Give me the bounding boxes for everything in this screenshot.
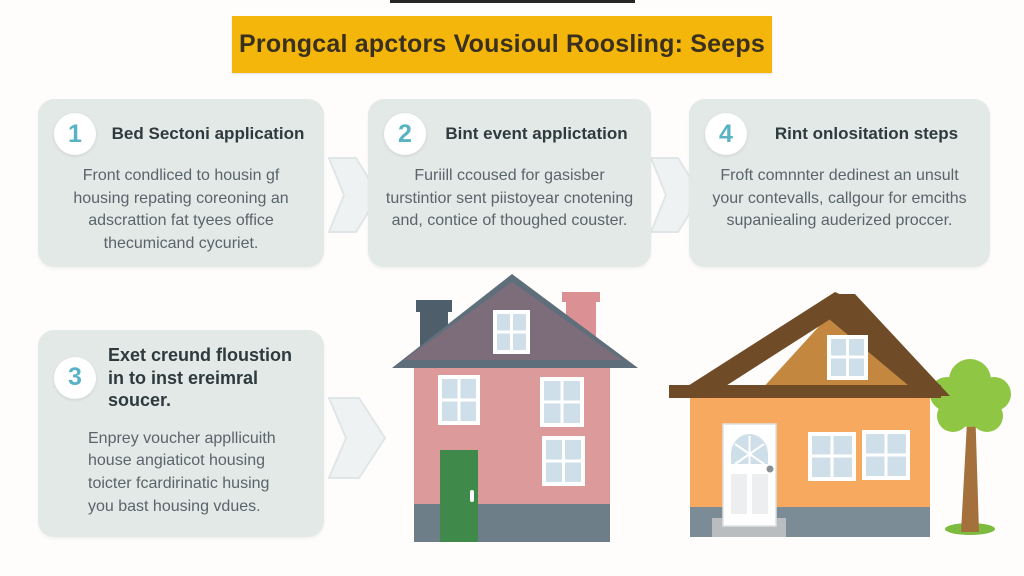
step-number-badge: 2 <box>384 113 426 155</box>
window-icon <box>542 436 585 486</box>
page-title: Prongcal apctors Vousioul Roosling: Seep… <box>239 30 765 58</box>
top-edge-line <box>390 0 635 3</box>
step-card-header: 2 Bint event applictation <box>368 99 651 157</box>
step-card-header: 1 Bed Sectoni application <box>38 99 324 157</box>
step-card-header: 4 Rint onlositation steps <box>689 99 990 157</box>
step-title: Bint event applictation <box>445 124 628 144</box>
step-card-header: 3 Exet creund floustion in to inst ereim… <box>38 330 324 414</box>
flow-arrow-icon <box>649 157 703 233</box>
window-icon <box>438 375 480 425</box>
step-description: Enprey voucher appllicuith house angiati… <box>88 429 276 515</box>
step-description: Front condliced to housin gf housing rep… <box>73 167 289 253</box>
step-title: Rint onlositation steps <box>774 124 959 144</box>
window-icon <box>862 430 910 480</box>
step-number-badge: 1 <box>54 113 96 155</box>
window-icon <box>827 335 868 380</box>
title-banner: Prongcal apctors Vousioul Roosling: Seep… <box>232 16 772 73</box>
step-title: Exet creund floustion in to inst ereimra… <box>108 345 293 410</box>
step-description: Froft comnnter dedinest an unsult your c… <box>712 167 967 230</box>
window-icon <box>540 377 584 427</box>
flow-arrow-icon <box>327 397 387 479</box>
step-number-badge: 3 <box>54 356 96 399</box>
step-number-badge: 4 <box>705 113 747 155</box>
step-description: Furiill ccoused for gasisber turstintior… <box>385 167 634 230</box>
window-icon <box>808 432 856 481</box>
step-card-4: 4 Rint onlositation steps Froft comnnter… <box>689 99 990 267</box>
step-card-2: 2 Bint event applictation Furiill ccouse… <box>368 99 651 267</box>
step-card-1: 1 Bed Sectoni application Front condlice… <box>38 99 324 267</box>
pink-house-icon <box>392 274 638 542</box>
flow-arrow-icon <box>327 157 381 233</box>
step-title: Bed Sectoni application <box>111 124 305 144</box>
orange-house-icon <box>669 292 950 537</box>
step-card-3: 3 Exet creund floustion in to inst ereim… <box>38 330 324 537</box>
